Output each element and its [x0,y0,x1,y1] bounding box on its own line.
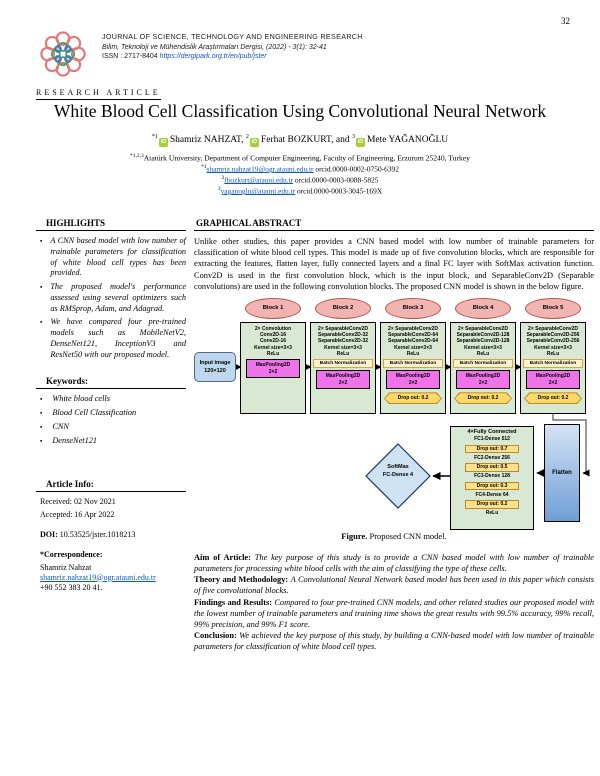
received-date: Received: 02 Nov 2021 [40,496,116,506]
contact-line-3: 3yaganoglu@atauni.edu.tr orcid.0000-0003… [0,186,600,195]
article-info-block: Article Info: Received: 02 Nov 2021 Acce… [36,479,186,592]
block-5-title: Block 5 [525,297,581,319]
contact-1-sup: *1 [201,164,207,170]
article-info-heading: Article Info: [36,479,186,492]
correspondent-phone: +90 552 383 20 41. [40,582,103,592]
correspondent-email-link[interactable]: shamriz.nahzat19@ogr.atauni.edu.tr [40,572,156,582]
contact-2-sup: 2 [221,175,225,181]
graphical-abstract-heading: GRAPHICAL ABSTRACT [194,218,594,231]
contact-1-orcid: orcid.0000-0002-0750-6392 [315,164,399,174]
batch-normalization-node: Batch Normalization [313,359,373,369]
affiliation-text: Atatürk University, Department of Comput… [143,153,470,163]
contact-2-orcid: orcid.0000-0003-0088-5825 [294,175,379,185]
softmax-node-label: SoftMax FC-Dense 4 [382,463,414,479]
doi-line: DOI: 10.53525/jster.1018213 [40,529,136,539]
contact-3-email-link[interactable]: yaganoglu@atauni.edu.tr [220,186,296,196]
author-3-name: Mete YAĞANOĞLU [366,135,449,146]
author-1-sup: *1 [151,134,158,140]
dropout-node: Drop out: 0.2 [384,392,442,405]
issn-label: ISSN : 2717-8404 [102,53,158,60]
correspondent-name: Shamriz Nahzat [40,562,92,572]
abstract-aim: Aim of Article: The key purpose of this … [194,552,595,574]
block-4-title: Block 4 [455,297,511,319]
journal-subtitle: Bilim, Teknoloji ve Mühendislik Araştırm… [102,43,327,51]
author-3-sup: 3 [351,134,355,140]
dropout-node: Drop out: 0.2 [524,392,582,405]
contact-3-orcid: orcid.0000-0003-3045-169X [296,186,383,196]
affiliation-line: *1,2,3Atatürk University, Department of … [0,153,600,163]
keyword-item: CNN [40,422,186,433]
block-1-title: Block 1 [245,297,301,319]
author-2-name: Ferhat BOZKURT, and [260,135,350,146]
dropout-node: Drop out: 0.2 [454,392,512,405]
batch-normalization-node: Batch Normalization [453,359,513,369]
journal-header: JOURNAL OF SCIENCE, TECHNOLOGY AND ENGIN… [36,27,363,81]
batch-normalization-node: Batch Normalization [523,359,583,369]
affiliation-sup: *1,2,3 [130,153,144,159]
abstract-findings: Findings and Results: Compared to four p… [194,597,595,629]
correspondent-email: shamriz.nahzat19@ogr.atauni.edu.tr [40,573,186,582]
right-column: GRAPHICAL ABSTRACT Unlike other studies,… [194,218,594,652]
block-2-title: Block 2 [315,297,371,319]
cnn-figure: Input image 120×120 Block 1 2× Convoluti… [194,296,592,530]
highlight-item: We have compared four pre-trained models… [40,317,186,360]
keyword-item: DenseNet121 [40,436,186,447]
keyword-item: Blood Cell Classification [40,408,186,419]
accepted-date: Accepted: 16 Apr 2022 [40,509,115,519]
orcid-icon[interactable]: iD [158,138,168,148]
paper-title: White Blood Cell Classification Using Co… [53,101,547,121]
author-2-sup: 2 [245,134,249,140]
orcid-icon[interactable]: iD [355,138,365,148]
abstract-conclusion: Conclusion: We achieved the key purpose … [194,631,595,652]
journal-info: JOURNAL OF SCIENCE, TECHNOLOGY AND ENGIN… [102,27,363,60]
block-3-title: Block 3 [385,297,441,319]
page-number: 32 [561,16,570,26]
batch-normalization-node: Batch Normalization [383,359,443,369]
journal-name: JOURNAL OF SCIENCE, TECHNOLOGY AND ENGIN… [102,32,363,41]
abstract-theory: Theory and Methodology: A Convolutional … [194,575,595,596]
figure-caption: Figure. Proposed CNN model. [341,530,447,541]
left-column: HIGHLIGHTS A CNN based model with low nu… [36,218,186,596]
highlights-heading: HIGHLIGHTS [36,218,186,231]
contact-line-1: *1shamriz.nahzat19@ogr.atauni.edu.tr orc… [0,164,600,173]
input-image-node: Input image 120×120 [194,351,236,382]
fully-connected-node: 4×Fully Connected FC1-Dense 512 Drop out… [450,425,534,530]
issn-line: ISSN : 2717-8404 https://dergipark.org.t… [102,53,363,60]
journal-url-link[interactable]: https://dergipark.org.tr/en/pub/jster [159,53,267,60]
highlight-item: The proposed model's performance assesse… [40,282,186,314]
contact-3-sup: 3 [217,186,221,192]
contact-line-2: 2fbozkurt@atauni.edu.tr orcid.0000-0003-… [0,175,600,184]
graphical-abstract-text: Unlike other studies, this paper provide… [194,237,594,291]
flatten-node: Flatten [544,423,580,522]
orcid-icon[interactable]: iD [249,138,259,148]
author-1-name: Shamriz NAHZAT, [169,135,244,146]
journal-logo-icon [40,31,86,77]
highlight-item: A CNN based model with low number of tra… [40,236,186,279]
keywords-block: Keywords: White blood cells Blood Cell C… [36,376,186,447]
doi-value: 10.53525/jster.1018213 [59,529,136,539]
correspondence-heading: *Correspondence: [40,549,103,559]
structured-abstract: Aim of Article: The key purpose of this … [194,552,594,653]
contact-1-email-link[interactable]: shamriz.nahzat19@ogr.atauni.edu.tr [206,164,314,174]
keywords-heading: Keywords: [36,376,186,389]
keyword-item: White blood cells [40,394,186,405]
contact-2-email-link[interactable]: fbozkurt@atauni.edu.tr [224,175,294,185]
article-type-label: RESEARCH ARTICLE [36,88,161,100]
